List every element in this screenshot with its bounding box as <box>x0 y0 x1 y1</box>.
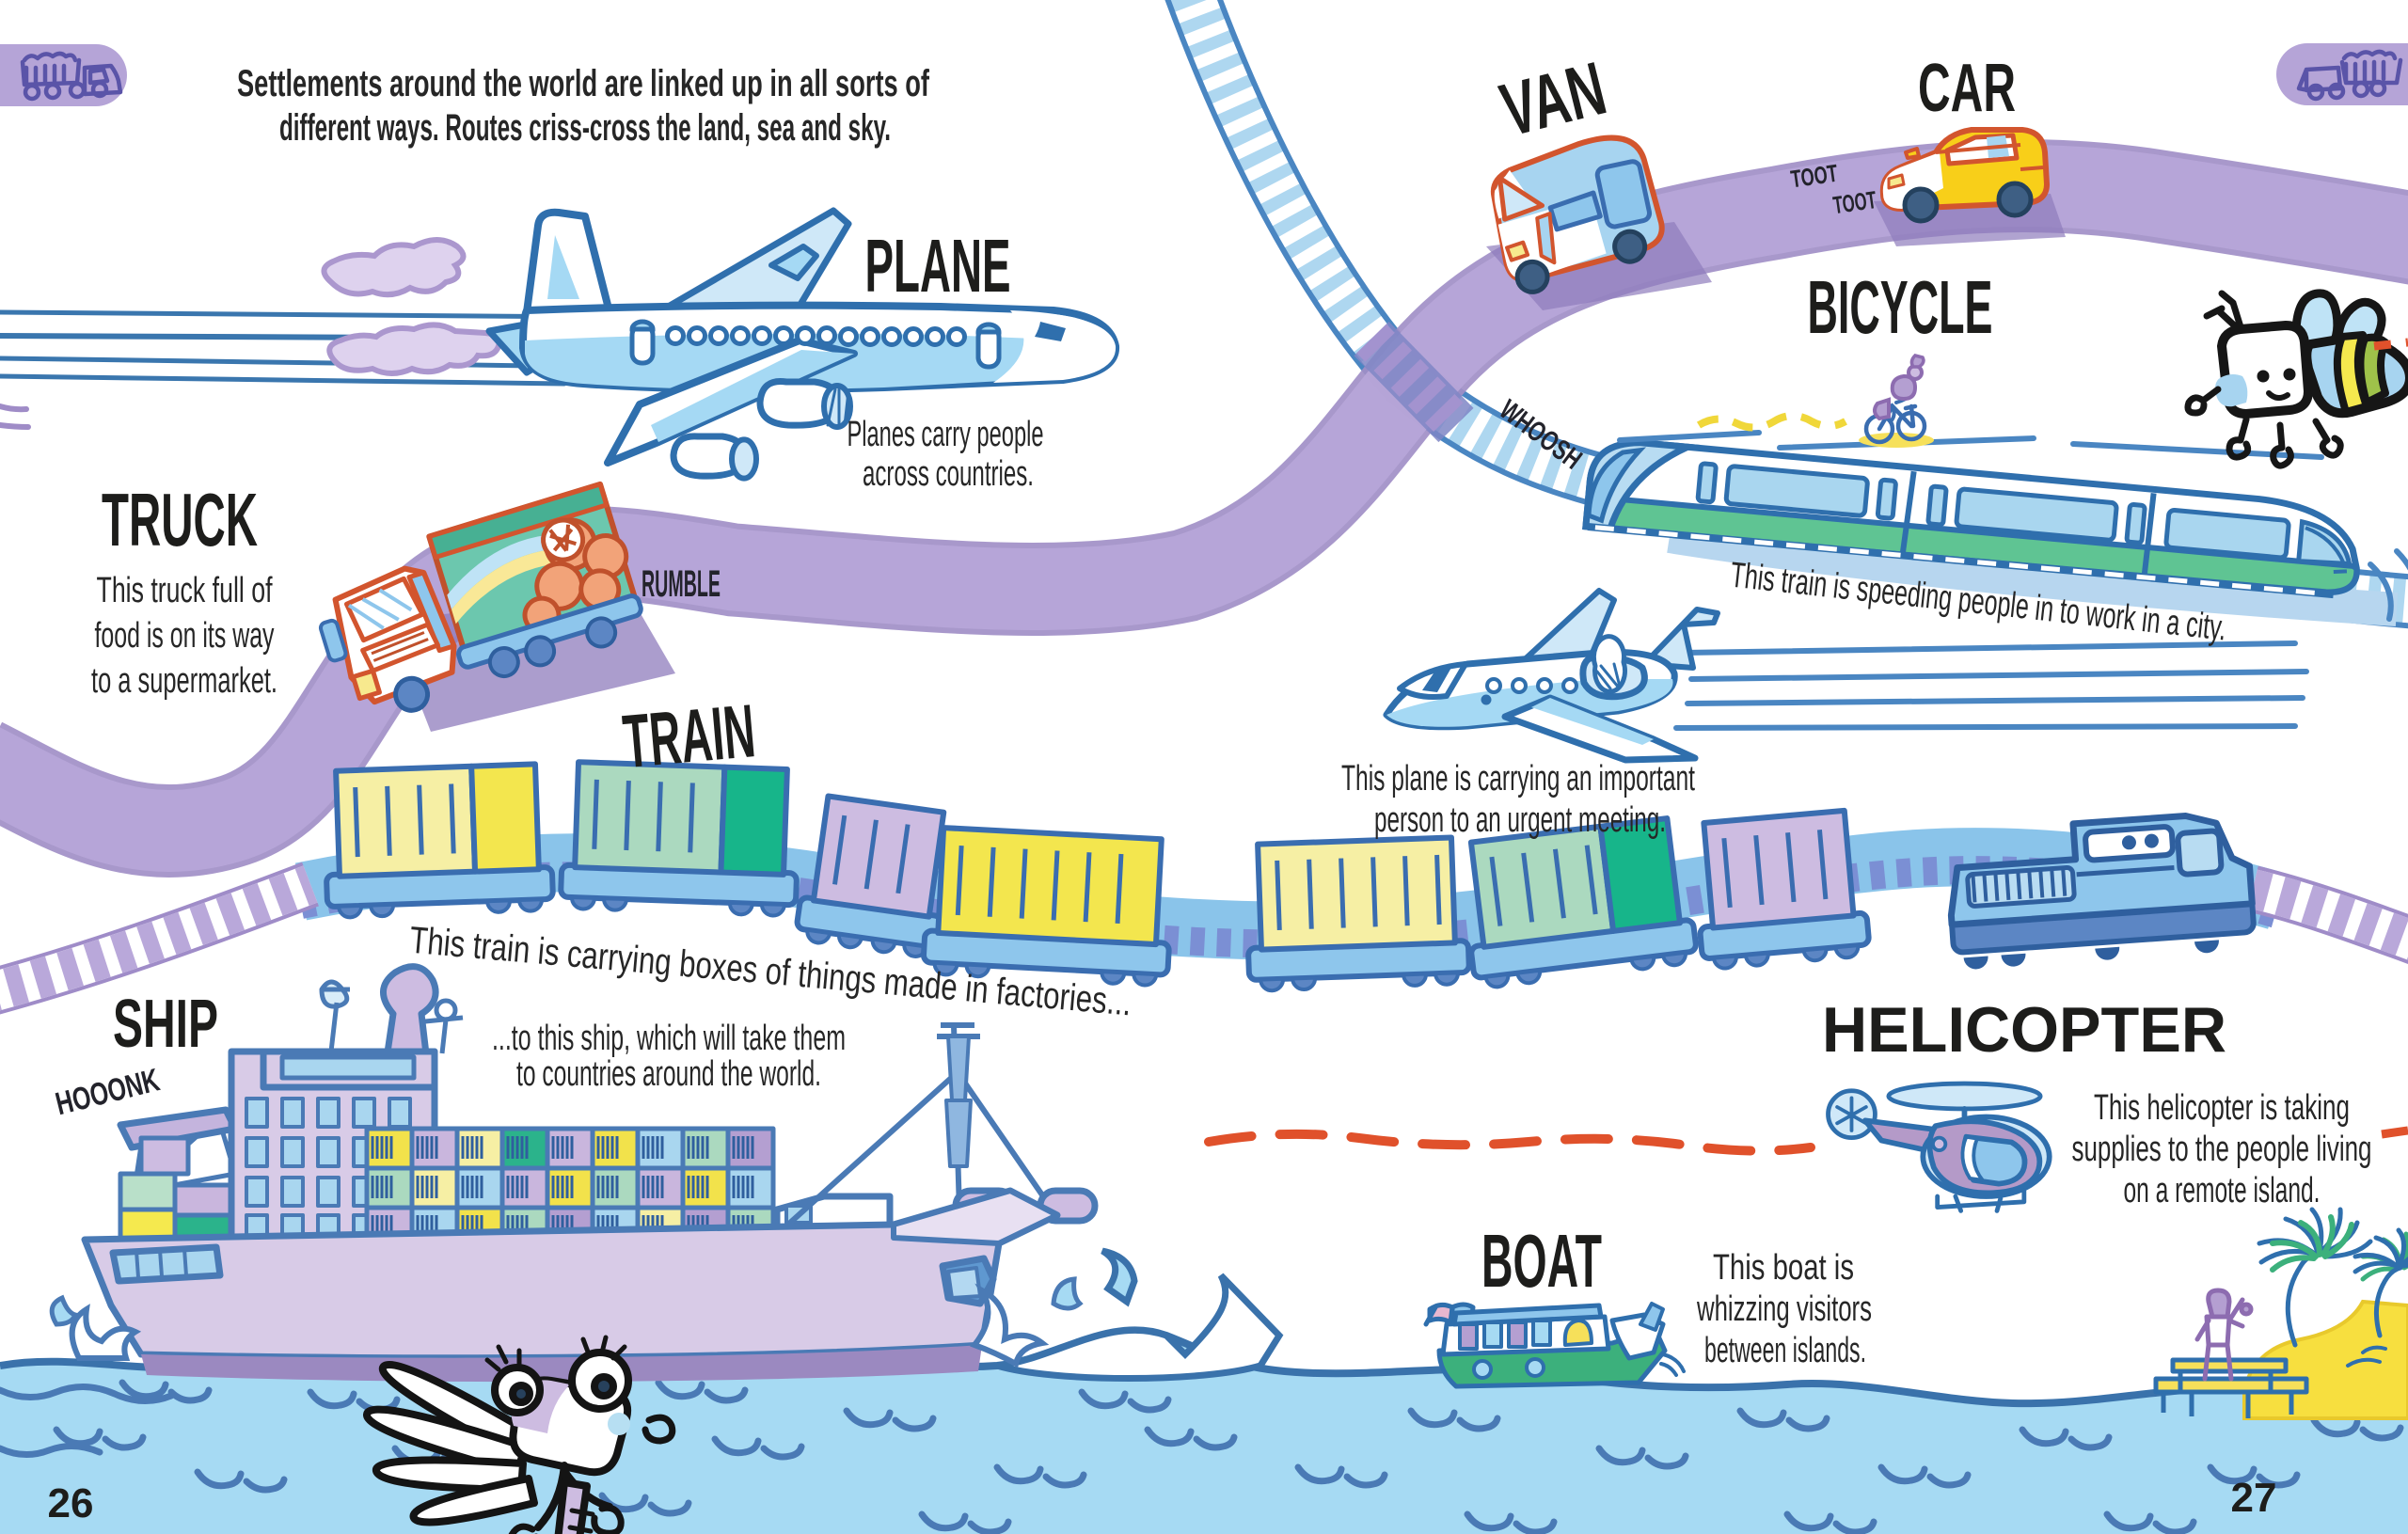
svg-text:26: 26 <box>48 1480 94 1526</box>
svg-text:to countries around the world.: to countries around the world. <box>516 1054 821 1094</box>
svg-text:PLANE: PLANE <box>865 224 1011 308</box>
svg-text:BICYCLE: BICYCLE <box>1808 265 1993 349</box>
svg-text:whizzing visitors: whizzing visitors <box>1696 1289 1872 1329</box>
svg-text:RUMBLE: RUMBLE <box>642 563 721 605</box>
svg-text:TRAIN: TRAIN <box>620 688 758 783</box>
svg-text:TOOT: TOOT <box>1789 159 1840 194</box>
svg-text:27: 27 <box>2231 1475 2277 1521</box>
svg-text:supplies to the people living: supplies to the people living <box>2072 1130 2372 1169</box>
svg-text:This truck full of: This truck full of <box>97 571 273 610</box>
svg-text:person to an urgent meeting.: person to an urgent meeting. <box>1374 800 1666 840</box>
svg-text:...to this ship, which will ta: ...to this ship, which will take them <box>492 1019 846 1058</box>
svg-text:SHIP: SHIP <box>113 987 218 1062</box>
svg-text:This helicopter is taking: This helicopter is taking <box>2094 1088 2350 1128</box>
svg-text:TOOT: TOOT <box>1831 185 1878 219</box>
svg-text:Planes carry people: Planes carry people <box>848 415 1044 454</box>
svg-text:to a supermarket.: to a supermarket. <box>91 661 277 701</box>
svg-text:TRUCK: TRUCK <box>102 478 258 561</box>
svg-text:food is on its way: food is on its way <box>95 616 275 656</box>
svg-text:different ways. Routes criss-c: different ways. Routes criss-cross the l… <box>279 107 891 149</box>
svg-text:This boat is: This boat is <box>1713 1248 1854 1288</box>
svg-text:across countries.: across countries. <box>863 454 1034 494</box>
svg-text:HELICOPTER: HELICOPTER <box>1822 994 2226 1066</box>
svg-text:between islands.: between islands. <box>1704 1331 1866 1370</box>
svg-text:CAR: CAR <box>1918 51 2016 126</box>
svg-text:BOAT: BOAT <box>1481 1219 1602 1303</box>
svg-text:This plane is carrying an impo: This plane is carrying an important <box>1341 759 1695 799</box>
svg-text:Settlements around the world a: Settlements around the world are linked … <box>237 63 929 104</box>
svg-text:on a remote island.: on a remote island. <box>2124 1171 2321 1210</box>
